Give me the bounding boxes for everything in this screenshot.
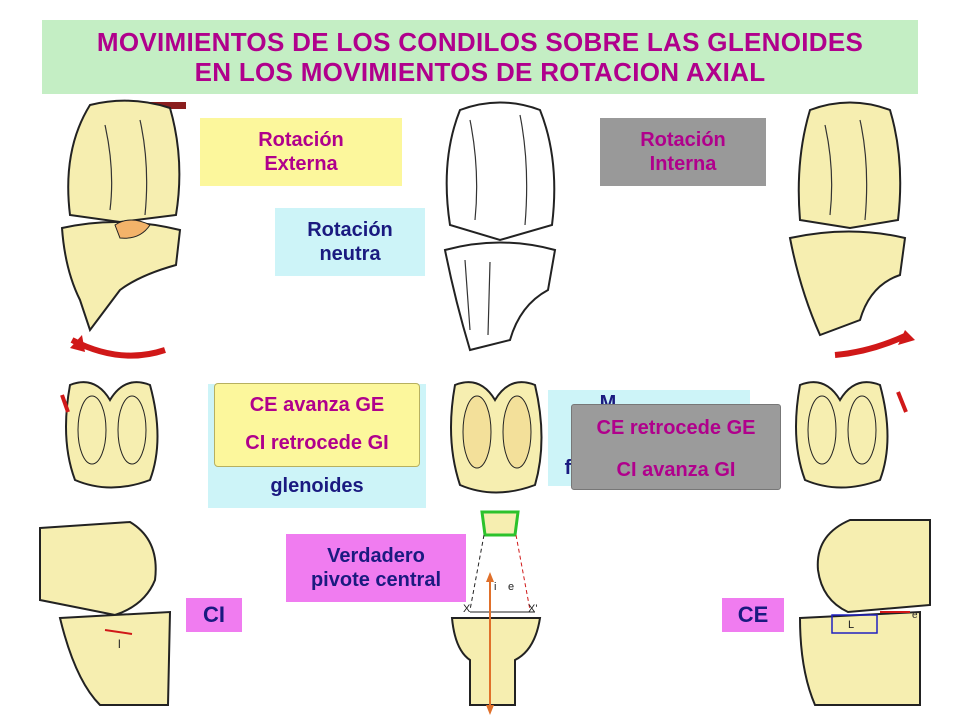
label-rotacion-externa: Rotación Externa [200, 118, 402, 186]
label-fragment-f: f [564, 457, 572, 479]
tag-ce: CE [722, 598, 784, 632]
tag-ci: CI [186, 598, 242, 632]
label-rotacion-interna: Rotación Interna [600, 118, 766, 186]
label-text: pivote central [310, 569, 442, 591]
title-banner: MOVIMIENTOS DE LOS CONDILOS SOBRE LAS GL… [42, 20, 918, 94]
label-text: neutra [319, 243, 381, 265]
svg-text:X: X [463, 603, 471, 615]
svg-text:i: i [494, 581, 496, 593]
label-ce-avanza-ge: CE avanza GE [249, 394, 385, 416]
right-knee-figure [788, 101, 915, 358]
label-ci-avanza-gi: CI avanza GI [616, 459, 736, 481]
label-ci-retrocede-gi: CI retrocede GI [245, 432, 389, 454]
svg-text:L: L [848, 619, 854, 631]
plateau-left [60, 381, 159, 489]
label-text: Verdadero [327, 545, 425, 567]
label-text: Rotación [258, 129, 344, 151]
card-external-rotation: CE avanza GE CI retrocede GI [214, 383, 420, 467]
label-ce-retrocede-ge: CE retrocede GE [596, 417, 756, 439]
label-text: Interna [649, 153, 717, 175]
left-knee-figure [60, 99, 186, 359]
label-text: Rotación [307, 219, 393, 241]
lateral-knee-left: l [39, 520, 172, 706]
svg-text:X': X' [528, 603, 537, 615]
card-internal-rotation: CE retrocede GE CI avanza GI [571, 404, 781, 490]
label-text: Rotación [640, 129, 726, 151]
title-line-1: MOVIMIENTOS DE LOS CONDILOS SOBRE LAS GL… [96, 27, 864, 57]
label-glenoides: glenoides [270, 475, 364, 497]
lateral-knee-right: L e [798, 519, 931, 706]
center-knee-figure [443, 101, 557, 352]
svg-text:e: e [508, 581, 514, 593]
title-line-2: EN LOS MOVIMIENTOS DE ROTACION AXIAL [194, 57, 766, 87]
tibia-pivot-diagram: X X' i e [450, 510, 542, 715]
label-rotacion-neutra: Rotación neutra [275, 208, 425, 276]
svg-text:e: e [912, 610, 918, 621]
svg-text:l: l [118, 637, 121, 651]
plateau-center [450, 381, 543, 494]
plateau-right [795, 381, 908, 489]
label-text: Externa [264, 153, 338, 175]
label-verdadero-pivote: Verdadero pivote central [286, 534, 466, 602]
